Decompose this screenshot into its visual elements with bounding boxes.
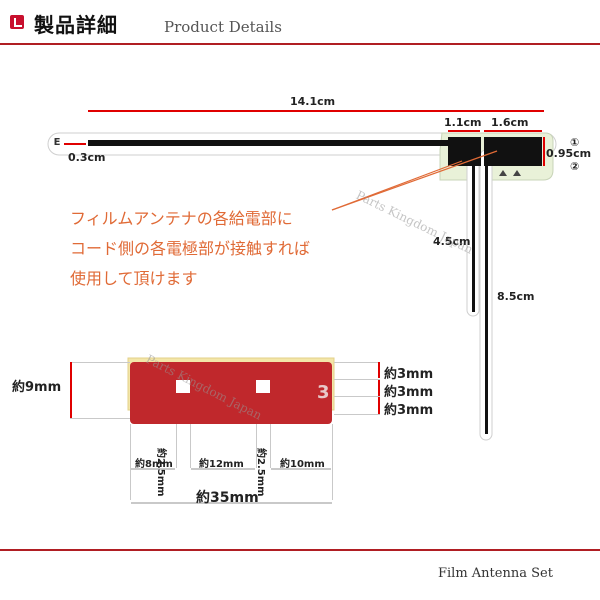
label-seg-2: 約12mm [199,459,244,470]
dim-tape-height [70,362,72,418]
tape-badge: 3 [317,382,330,403]
footer-text: Film Antenna Set [438,566,553,581]
pad-1 [448,137,481,166]
page-subtitle: Product Details [164,18,282,36]
label-row-3: 約3mm [384,403,434,418]
dim-line-pad-1 [448,130,480,132]
conductor-main [88,140,450,146]
tape-red [130,362,332,424]
pad-arrow-2 [513,170,521,176]
guide-row-3 [334,396,380,397]
tape-hole-2 [256,380,270,393]
dim-line-pad-2 [484,130,542,132]
guide-v-4 [256,424,257,468]
note-line-1: フィルムアンテナの各給電部に [70,209,293,228]
guide-row-4 [334,414,380,415]
leg-1 [472,166,475,312]
label-leg-1: 4.5cm [433,235,471,248]
label-tape-height: 約9mm [12,380,62,395]
callout-line-2 [331,150,498,211]
guide-v-6 [332,424,333,500]
label-width-left: 0.3cm [68,151,106,164]
dim-total [131,502,332,504]
dim-seg-2 [191,468,255,470]
header-icon [10,15,24,29]
marker-left: E [53,137,61,148]
tape-hole-1 [176,380,190,393]
guide-v-5 [270,424,271,468]
tape-diagram [70,357,380,504]
label-pad-1: 1.1cm [444,116,482,129]
label-tape-total: 約35mm [196,490,259,506]
dim-line-left-width [64,143,86,145]
pad-arrow-1 [499,170,507,176]
dim-line-total [88,110,544,112]
guide-left-bottom [70,418,130,419]
dim-line-pad-height [543,137,545,166]
dim-seg-1 [131,468,175,470]
label-row-2: 約3mm [384,385,434,400]
guide-v-1 [130,424,131,500]
dim-row-3 [378,397,380,414]
label-row-1: 約3mm [384,367,434,382]
footer-divider [0,549,600,551]
guide-v-2 [176,424,177,468]
dim-row-1 [378,362,380,378]
marker-2: ② [570,160,580,173]
marker-1: ① [570,136,580,149]
antenna-diagram [47,110,557,441]
header-divider [0,43,600,45]
dim-row-2 [378,380,380,396]
label-pad-2: 1.6cm [491,116,529,129]
pad-2 [484,137,542,166]
note-line-3: 使用して頂けます [70,269,198,288]
label-pad-height: 0.95cm [546,147,592,160]
label-leg-2: 8.5cm [497,290,535,303]
label-seg-3: 約10mm [280,459,325,470]
label-seg-1: 約8mm [135,459,173,470]
note-text: フィルムアンテナの各給電部に コード側の各電極部が接触すれば 使用して頂けます [70,204,370,294]
guide-row-2 [334,379,380,380]
page-title: 製品詳細 [34,13,118,37]
note-line-2: コード側の各電極部が接触すれば [70,239,311,258]
guide-row-1 [334,362,380,363]
dim-seg-3 [271,468,331,470]
guide-left-top [70,362,130,363]
label-length-total: 14.1cm [290,95,336,108]
leg-2 [485,166,488,434]
guide-v-3 [190,424,191,468]
